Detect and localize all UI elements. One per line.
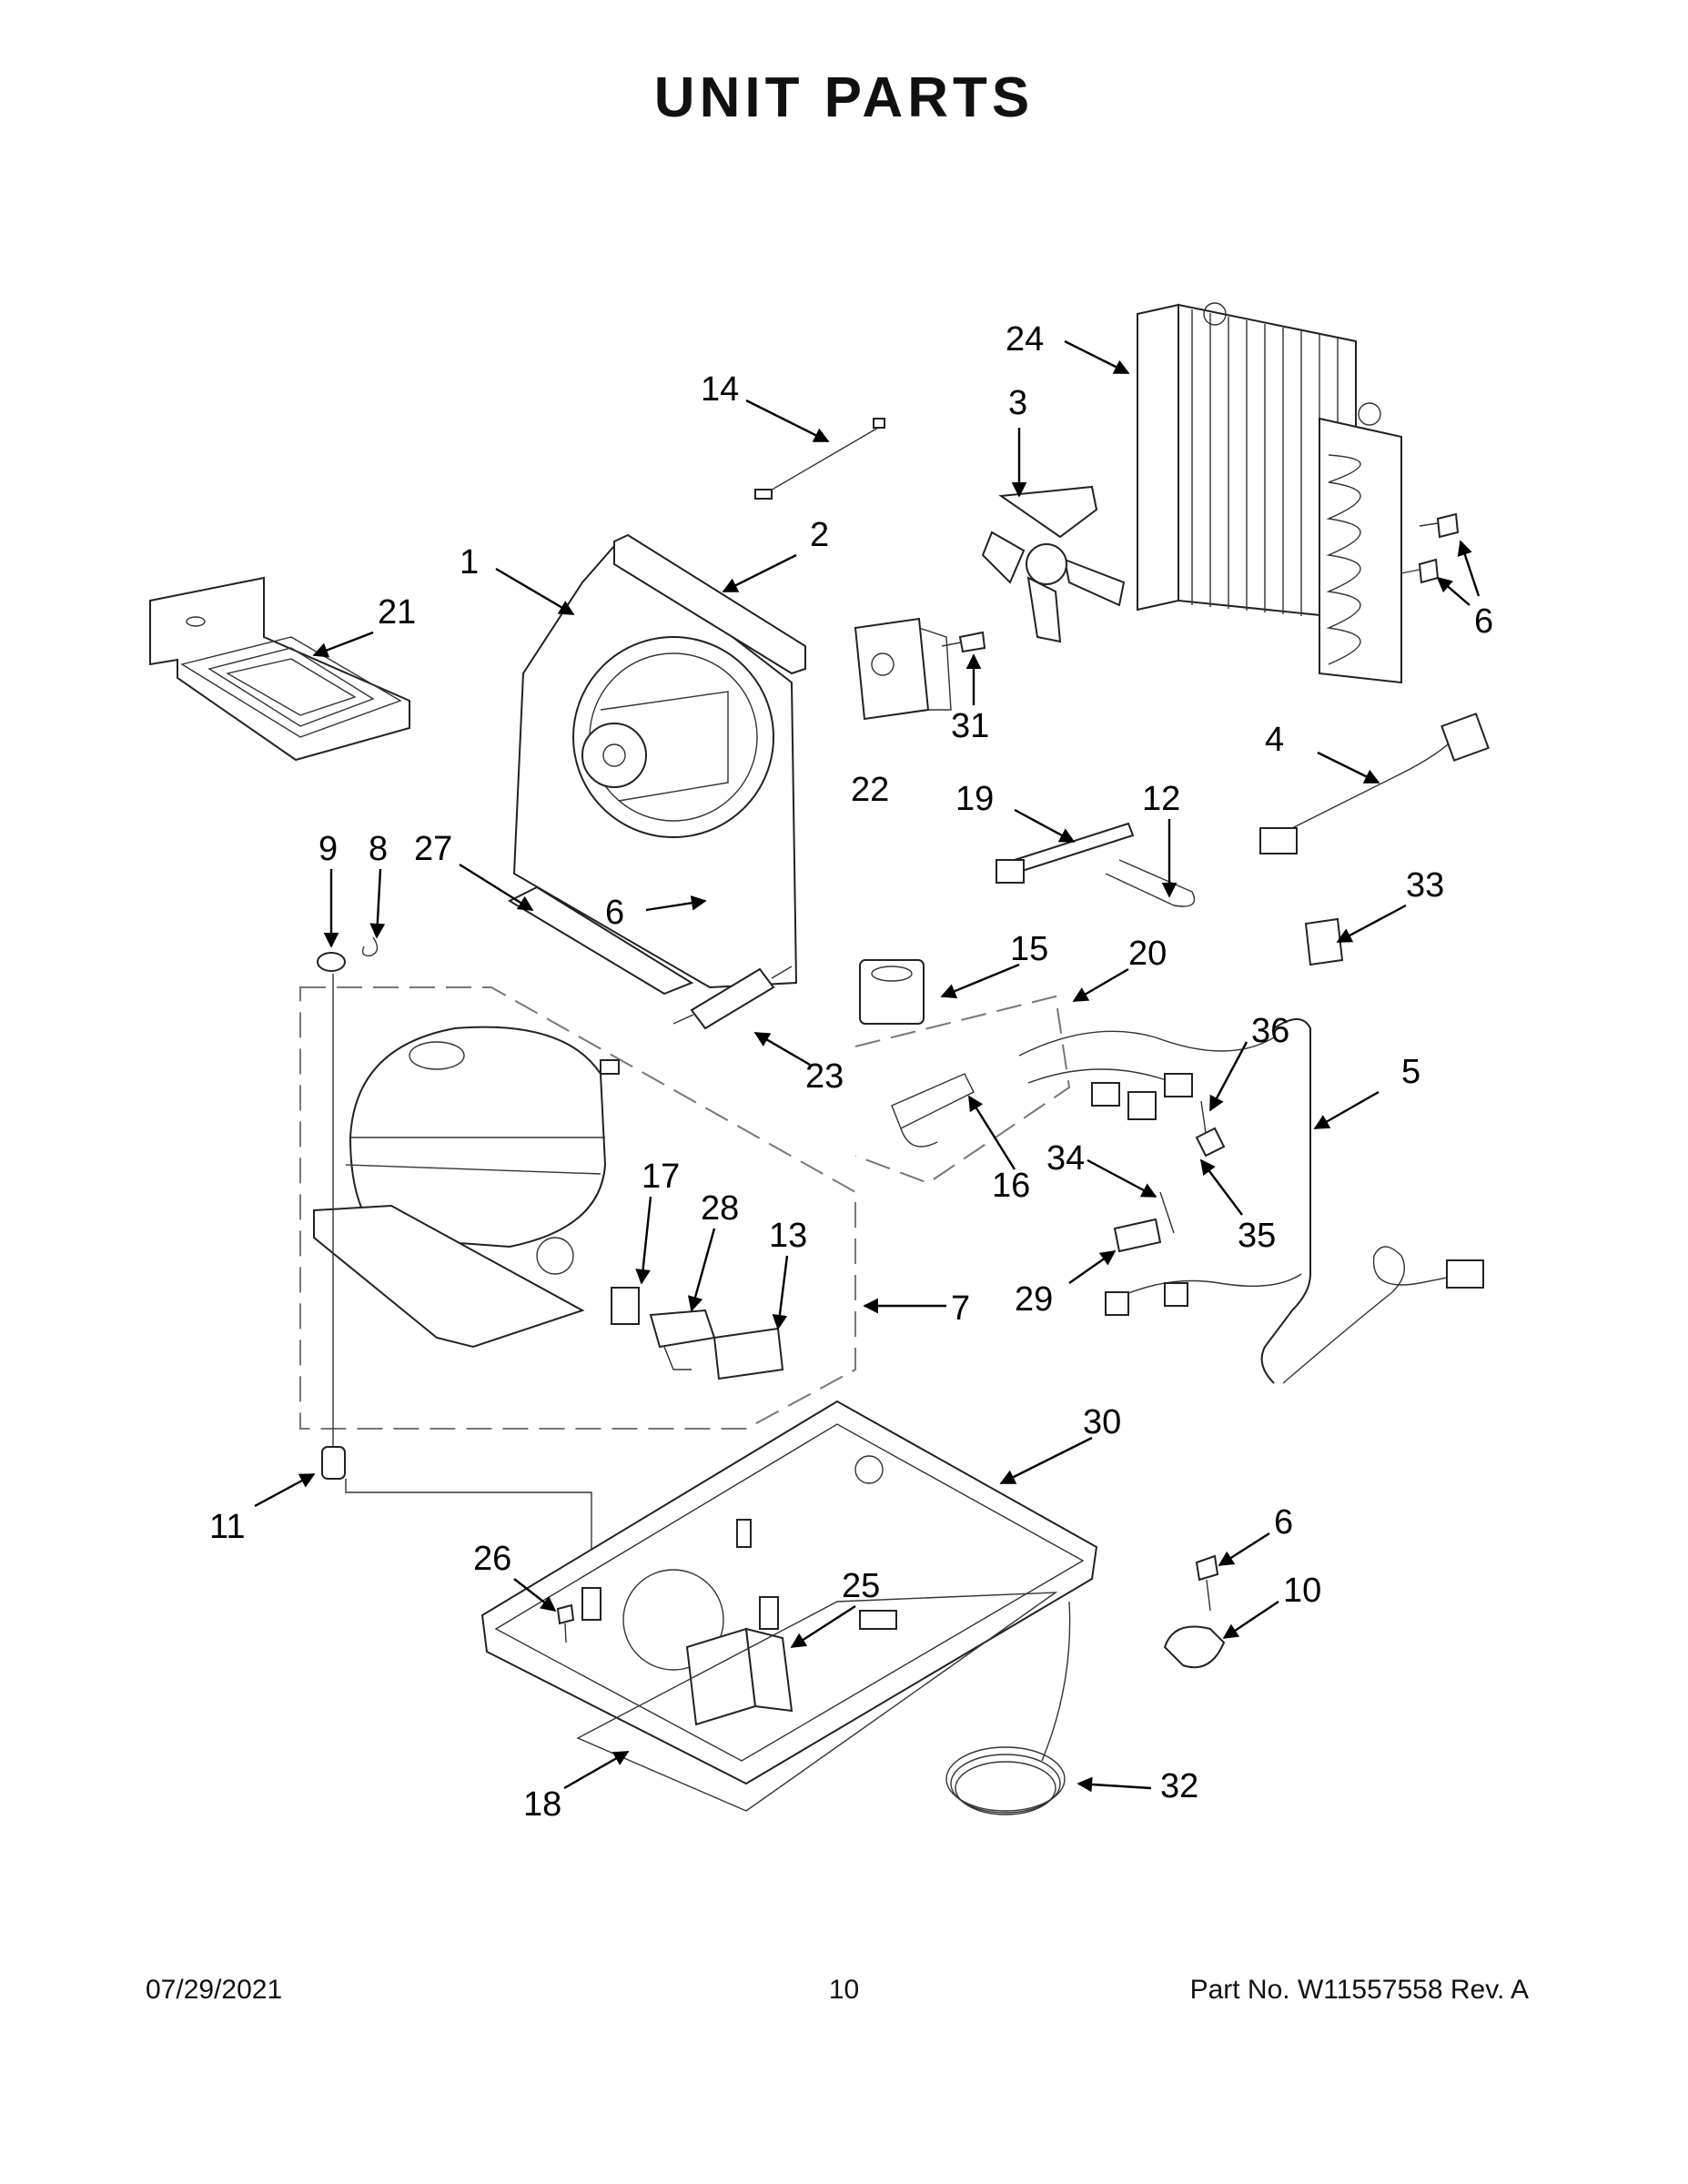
grommet-part bbox=[321, 974, 592, 1583]
callout-22: 22 bbox=[851, 771, 889, 809]
washer-part bbox=[317, 936, 379, 972]
condenser-part bbox=[1137, 302, 1402, 684]
footer-page-number: 10 bbox=[828, 1975, 860, 2005]
callout-10: 10 bbox=[1283, 1572, 1321, 1610]
screw-part-31 bbox=[941, 631, 986, 653]
power-cord-part bbox=[1260, 1018, 1484, 1384]
callout-23: 23 bbox=[805, 1057, 844, 1096]
callout-24: 24 bbox=[1006, 320, 1044, 359]
base-pad-part bbox=[576, 1592, 1058, 1812]
callout-26: 26 bbox=[473, 1540, 511, 1578]
fastener-parts bbox=[1159, 1100, 1226, 1234]
callout-13: 13 bbox=[769, 1217, 807, 1255]
fan-shroud-part bbox=[512, 544, 798, 989]
foam-strip-part bbox=[613, 533, 806, 675]
callout-6c: 6 bbox=[1274, 1503, 1293, 1542]
control-module-part bbox=[854, 617, 952, 721]
callout-21: 21 bbox=[378, 593, 416, 632]
callout-17: 17 bbox=[642, 1158, 680, 1196]
tube-part bbox=[1105, 859, 1196, 907]
callout-25: 25 bbox=[842, 1567, 880, 1605]
drain-pan-part bbox=[149, 576, 410, 762]
callout-16: 16 bbox=[992, 1167, 1030, 1205]
callout-4: 4 bbox=[1265, 721, 1284, 759]
filter-drier-part bbox=[672, 966, 793, 1030]
callout-11: 11 bbox=[209, 1508, 245, 1546]
leader-arrows bbox=[254, 339, 1481, 1793]
screw-part bbox=[1400, 512, 1460, 584]
callout-8: 8 bbox=[369, 830, 388, 868]
water-tubing-part bbox=[945, 1601, 1071, 1815]
callout-7: 7 bbox=[951, 1289, 970, 1328]
solenoid-coil-part bbox=[859, 959, 925, 1025]
footer-part-number: Part No. W11557558 Rev. A bbox=[1189, 1975, 1529, 2005]
start-components-part bbox=[611, 1287, 784, 1380]
screw-part-26 bbox=[556, 1603, 575, 1643]
callout-28: 28 bbox=[701, 1189, 739, 1228]
callout-30: 30 bbox=[1083, 1403, 1121, 1441]
callout-31: 31 bbox=[951, 707, 989, 745]
callout-35: 35 bbox=[1238, 1217, 1276, 1255]
callout-2: 2 bbox=[810, 516, 829, 554]
callout-18: 18 bbox=[523, 1785, 561, 1824]
wiring-harness-part bbox=[1259, 713, 1490, 854]
callout-20: 20 bbox=[1128, 935, 1167, 973]
callout-3: 3 bbox=[1008, 384, 1027, 422]
callout-27: 27 bbox=[414, 830, 452, 868]
compressor-assembly-part bbox=[299, 986, 856, 1430]
callout-6b: 6 bbox=[605, 894, 624, 932]
callout-34: 34 bbox=[1046, 1139, 1085, 1178]
callout-36: 36 bbox=[1251, 1012, 1289, 1050]
clip-part bbox=[1304, 917, 1344, 966]
valve-bracket-part bbox=[891, 1073, 975, 1148]
water-valve-part bbox=[685, 1596, 793, 1726]
callout-14: 14 bbox=[701, 370, 739, 409]
footer-date: 07/29/2021 bbox=[146, 1975, 283, 2005]
clamp-part bbox=[1163, 1554, 1226, 1669]
callout-32: 32 bbox=[1160, 1767, 1198, 1805]
base-pan-part bbox=[480, 1400, 1098, 1785]
fan-blade-part bbox=[981, 485, 1126, 643]
callout-5: 5 bbox=[1401, 1053, 1420, 1091]
thermistor-part bbox=[754, 418, 885, 500]
callout-9: 9 bbox=[318, 830, 338, 868]
callout-29: 29 bbox=[1015, 1280, 1053, 1319]
wire-bracket-part bbox=[1113, 1218, 1162, 1253]
wiring-lower-part bbox=[1105, 1273, 1302, 1316]
callout-15: 15 bbox=[1010, 930, 1048, 968]
callout-12: 12 bbox=[1142, 780, 1180, 818]
callout-19: 19 bbox=[955, 780, 994, 818]
wire-tie-part bbox=[996, 822, 1135, 884]
page-title: UNIT PARTS bbox=[653, 66, 1035, 129]
callout-1: 1 bbox=[460, 543, 479, 581]
callout-6a: 6 bbox=[1474, 602, 1493, 641]
callout-33: 33 bbox=[1406, 866, 1444, 905]
